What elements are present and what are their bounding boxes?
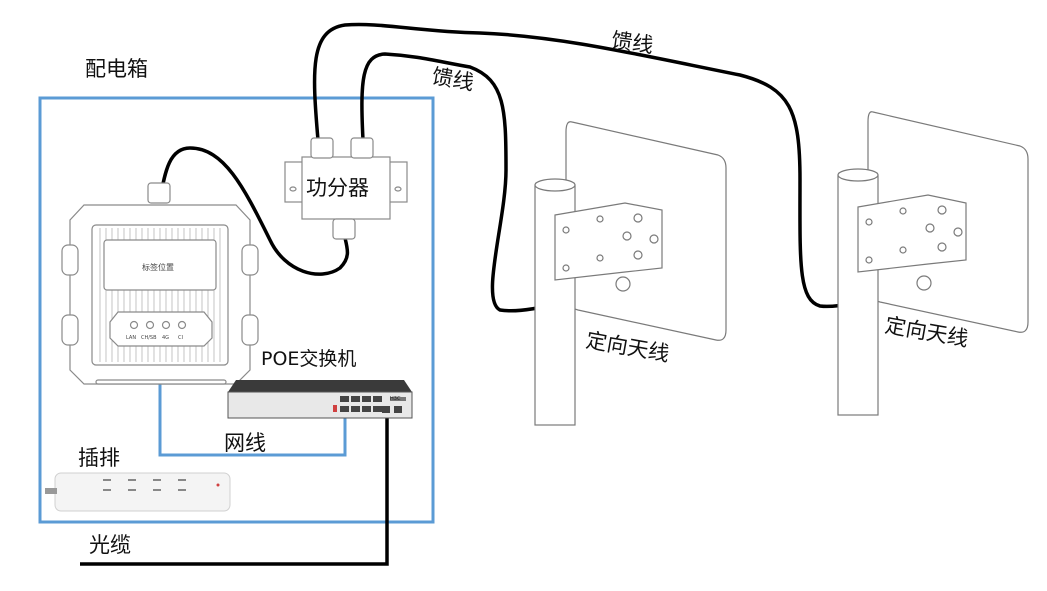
directional-antenna-1 — [534, 121, 727, 426]
feeder-cable-antenna-1 — [360, 52, 621, 313]
network-cable-label: 网线 — [224, 431, 266, 455]
power-strip-label: 插排 — [78, 446, 120, 470]
optical-cable — [80, 414, 389, 566]
distribution-box-label: 配电箱 — [85, 57, 148, 81]
poe-switch — [227, 380, 413, 419]
feeder-label-2: 馈线 — [609, 28, 655, 58]
switch-brand: H3C — [390, 396, 401, 402]
distribution-box-border — [38, 96, 435, 524]
label-area-text: 标签位置 — [142, 262, 174, 272]
directional-antenna-2 — [837, 111, 1029, 416]
indicator-label-lan: LAN — [126, 335, 136, 341]
indicator-label-ci: CI — [178, 335, 183, 341]
feeder-cable-antenna-2 — [312, 22, 923, 309]
indicator-label-4g: 4G — [162, 335, 169, 341]
power-splitter — [284, 137, 408, 240]
feeder-cable-host — [158, 146, 350, 276]
indicator-label-ch: CH/SB — [141, 335, 157, 341]
optical-cable-label: 光缆 — [89, 533, 131, 557]
network-cable — [158, 382, 347, 457]
poe-switch-label: POE交换机 — [261, 348, 357, 370]
power-strip — [45, 472, 231, 512]
power-splitter-label: 功分器 — [306, 176, 369, 200]
host-device — [61, 182, 259, 385]
